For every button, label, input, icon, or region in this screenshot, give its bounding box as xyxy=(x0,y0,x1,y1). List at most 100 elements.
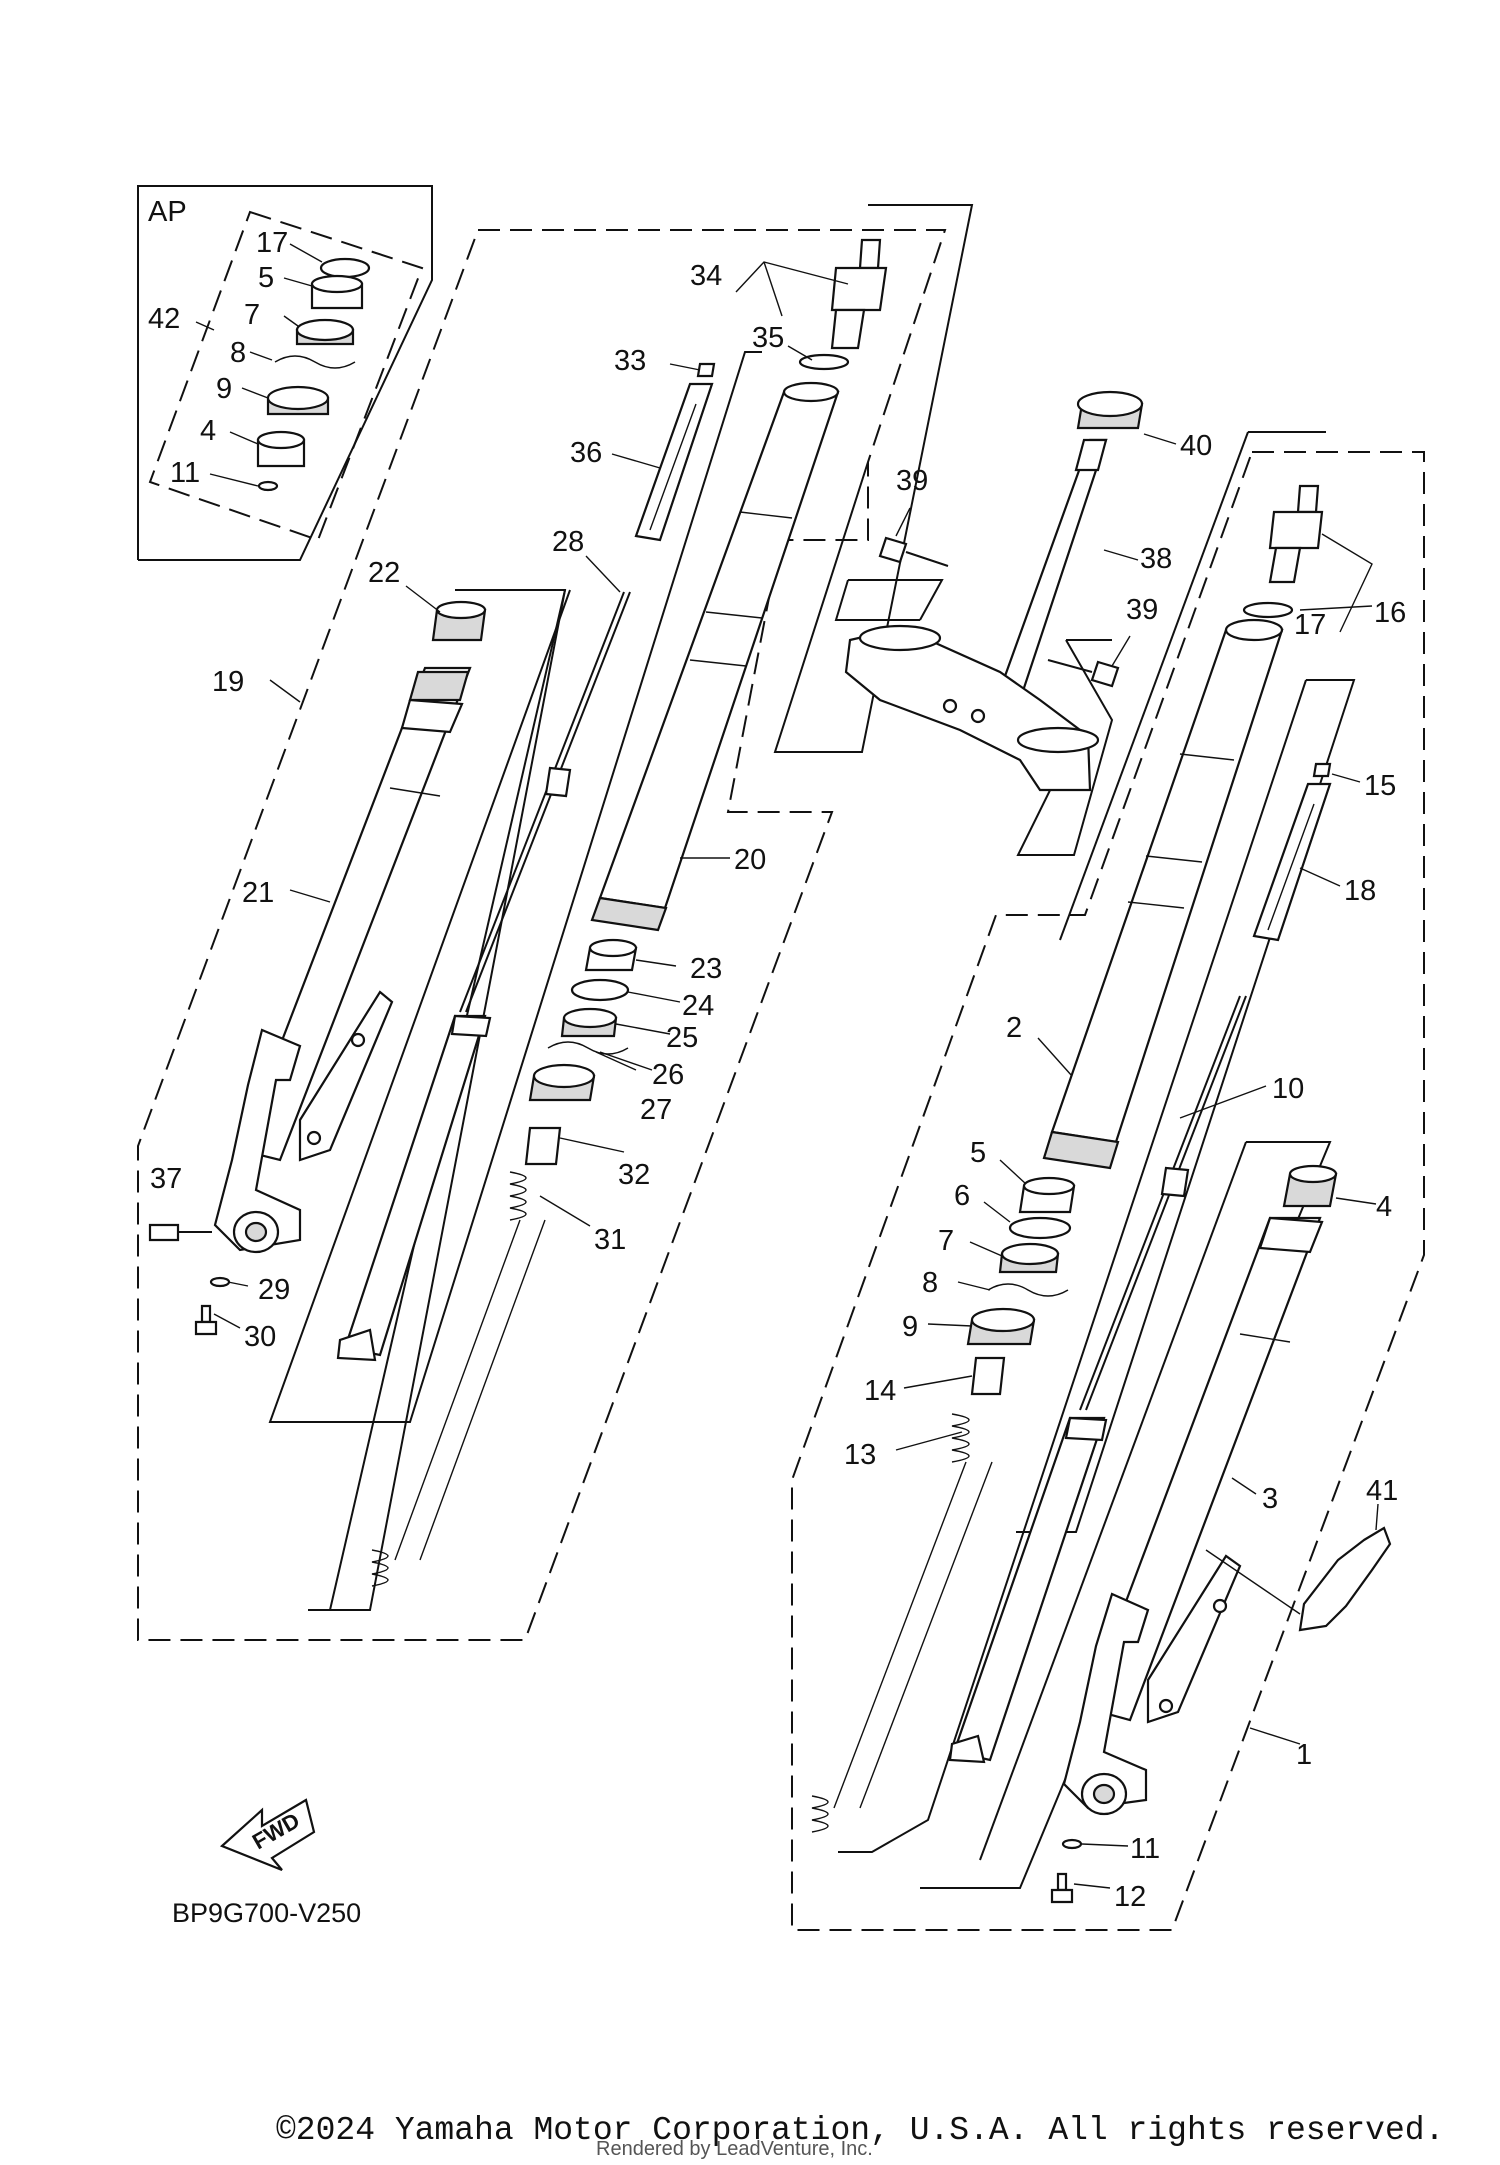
callout-13: 13 xyxy=(844,1439,876,1471)
diagram-code: BP9G700-V250 xyxy=(172,1898,361,1928)
callout-19: 19 xyxy=(212,666,244,698)
right-guard-41 xyxy=(1298,1526,1392,1632)
steering-stem-assembly: 40 39 38 39 xyxy=(834,390,1212,856)
callout-ap-42: 42 xyxy=(148,303,180,335)
left-cap-o-ring xyxy=(798,353,850,371)
callout-4-right: 4 xyxy=(1376,1191,1392,1223)
callout-31: 31 xyxy=(594,1224,626,1256)
callout-29: 29 xyxy=(258,1274,290,1306)
right-cap-bolt xyxy=(1268,484,1324,584)
copyright-notice: ©2024 Yamaha Motor Corporation, U.S.A. A… xyxy=(276,2112,1445,2149)
left-piece-32 xyxy=(524,1126,562,1166)
callout-37: 37 xyxy=(150,1163,182,1195)
right-nut-15 xyxy=(1312,762,1332,778)
left-spring xyxy=(371,1171,546,1587)
right-washer-11 xyxy=(1061,1838,1083,1850)
callout-36: 36 xyxy=(570,437,602,469)
callout-35: 35 xyxy=(752,322,784,354)
right-damper-rod xyxy=(1079,995,1247,1411)
triple-clamp xyxy=(844,624,1100,792)
left-washer xyxy=(209,1276,231,1288)
left-fork-group xyxy=(137,204,974,1641)
right-spring xyxy=(811,1413,993,1833)
callout-ap-11: 11 xyxy=(170,457,200,489)
callout-16: 16 xyxy=(1374,597,1406,629)
callout-11-right: 11 xyxy=(1130,1833,1160,1865)
right-fork-group xyxy=(791,431,1425,1931)
callout-9-right: 9 xyxy=(902,1311,918,1343)
right-clip-8 xyxy=(987,1283,1069,1297)
right-fork-callouts: 17 16 15 18 2 10 5 6 4 7 8 9 14 13 3 41 … xyxy=(844,533,1406,1913)
left-inner-tube xyxy=(590,381,840,932)
ap-dust-seal xyxy=(310,274,364,310)
callout-12: 12 xyxy=(1114,1881,1146,1913)
clamp-bolt-lower xyxy=(1047,659,1120,688)
callout-41: 41 xyxy=(1366,1475,1398,1507)
rendered-by-notice: Rendered by LeadVenture, Inc. xyxy=(596,2138,873,2160)
clamp-bolt-upper xyxy=(878,536,949,567)
ap-washer xyxy=(257,480,279,492)
callout-28: 28 xyxy=(552,526,584,558)
callout-5-right: 5 xyxy=(970,1137,986,1169)
left-inner-cartridge xyxy=(336,1014,492,1362)
right-seal-stack xyxy=(966,1176,1076,1396)
left-axle-bolt xyxy=(148,1223,212,1242)
callout-15: 15 xyxy=(1364,770,1396,802)
callout-22: 22 xyxy=(368,557,400,589)
callout-26: 26 xyxy=(652,1059,684,1091)
callout-20: 20 xyxy=(734,844,766,876)
right-cap-o-ring xyxy=(1242,601,1294,619)
right-inner-tube xyxy=(1042,618,1284,1170)
callout-ap-17: 17 xyxy=(256,227,288,259)
right-outer-tube xyxy=(1062,1164,1338,1816)
callout-ap-7: 7 xyxy=(244,299,260,331)
ap-oil-seal xyxy=(295,318,355,346)
ap-inset-box: AP 17 5 42 7 8 xyxy=(137,185,433,561)
left-outer-tube xyxy=(213,666,472,1254)
left-cap-bolt xyxy=(830,238,888,350)
callout-17-right: 17 xyxy=(1294,609,1326,641)
callout-ap-5: 5 xyxy=(258,262,274,294)
right-piece-14 xyxy=(970,1356,1006,1396)
ap-seal-washer xyxy=(266,385,330,416)
callout-2: 2 xyxy=(1006,1012,1022,1044)
callout-6: 6 xyxy=(954,1180,970,1212)
left-damper-rod xyxy=(459,591,631,1013)
callout-7-right: 7 xyxy=(938,1225,954,1257)
callout-30: 30 xyxy=(244,1321,276,1353)
callout-21: 21 xyxy=(242,877,274,909)
right-spacer-18 xyxy=(1252,782,1332,942)
callout-1: 1 xyxy=(1296,1739,1312,1771)
left-washer-24 xyxy=(570,978,630,1002)
left-nut-33 xyxy=(696,362,716,378)
ap-o-ring xyxy=(319,257,371,279)
callout-ap-9: 9 xyxy=(216,373,232,405)
right-inner-cartridge xyxy=(948,1416,1108,1764)
ap-bushing xyxy=(256,430,306,468)
callout-24: 24 xyxy=(682,990,714,1022)
ap-retaining-clip xyxy=(274,355,356,369)
left-fork-callouts: 34 35 33 36 28 22 19 21 20 23 24 25 26 2… xyxy=(150,260,849,1353)
callout-ap-8: 8 xyxy=(230,337,246,369)
callout-14: 14 xyxy=(864,1375,896,1407)
callout-33: 33 xyxy=(614,345,646,377)
left-drain-bolt xyxy=(194,1304,218,1336)
left-collar xyxy=(431,600,487,642)
right-washer-6 xyxy=(1008,1216,1072,1240)
fwd-arrow: FWD xyxy=(219,1798,316,1872)
left-seal-stack xyxy=(524,938,638,1166)
callout-39-lower: 39 xyxy=(1126,594,1158,626)
callout-34: 34 xyxy=(690,260,722,292)
left-clip-26 xyxy=(547,1041,629,1055)
callout-23: 23 xyxy=(690,953,722,985)
callout-ap-4: 4 xyxy=(200,415,216,447)
callout-10: 10 xyxy=(1272,1073,1304,1105)
callout-3: 3 xyxy=(1262,1483,1278,1515)
ap-assembly-label: AP xyxy=(148,196,187,228)
callout-40: 40 xyxy=(1180,430,1212,462)
left-spacer-36 xyxy=(634,382,714,542)
right-drain-bolt-12 xyxy=(1050,1872,1074,1904)
stem-bearing xyxy=(1076,390,1144,430)
callout-39-upper: 39 xyxy=(896,465,928,497)
